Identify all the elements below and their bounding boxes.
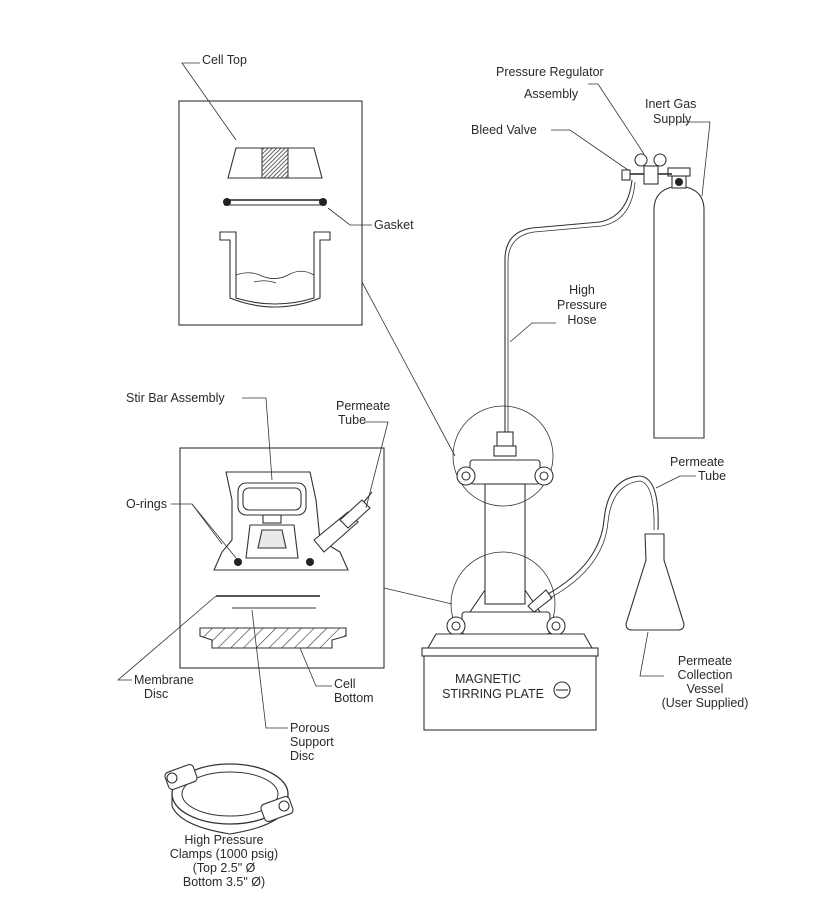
porous-label-2: Support — [290, 735, 334, 749]
membrane-label-2: Disc — [144, 687, 168, 701]
collection-label-2: Collection — [678, 668, 733, 682]
cell-bottom-label-2: Bottom — [334, 691, 374, 705]
gas-cylinder-icon — [653, 167, 705, 439]
inert-gas-label-2: Supply — [653, 112, 692, 126]
o-rings-label: O-rings — [126, 497, 167, 511]
permeate-tube-left-label-2: Tube — [338, 413, 366, 427]
stir-bar-detail — [179, 447, 385, 669]
porous-label-3: Disc — [290, 749, 314, 763]
cell-bottom-label-1: Cell — [334, 677, 356, 691]
knob-icon[interactable] — [553, 681, 571, 699]
permeate-tube-left-label-1: Permeate — [336, 399, 390, 413]
stirring-plate-label-2: STIRRING PLATE — [442, 687, 544, 701]
stir-bar-label: Stir Bar Assembly — [126, 391, 225, 405]
porous-label-1: Porous — [290, 721, 330, 735]
pressure-regulator-label-1: Pressure Regulator — [496, 65, 604, 79]
clamp-icon — [164, 763, 294, 835]
stirred-cell-assembly — [446, 179, 659, 657]
clamps-label-1: High Pressure — [184, 833, 263, 847]
cell-top-detail — [178, 100, 363, 326]
clamps-label-3: (Top 2.5" Ø — [193, 861, 256, 875]
bleed-valve-label: Bleed Valve — [471, 123, 537, 137]
magnetic-stirring-plate: MAGNETIC STIRRING PLATE — [421, 633, 599, 731]
collection-label-1: Permeate — [678, 654, 732, 668]
leader-lines — [116, 62, 711, 729]
stirring-plate-label-1: MAGNETIC — [455, 672, 521, 686]
hose-label-3: Hose — [567, 313, 596, 327]
gasket-label: Gasket — [374, 218, 414, 232]
permeate-tube-right-label-2: Tube — [698, 469, 726, 483]
permeate-tube-right-label-1: Permeate — [670, 455, 724, 469]
inert-gas-label-1: Inert Gas — [645, 97, 696, 111]
hose-label-1: High — [569, 283, 595, 297]
gasket-part — [223, 198, 327, 206]
flask-icon — [625, 533, 685, 631]
pressure-regulator-label-2: Assembly — [524, 87, 579, 101]
collection-label-4: (User Supplied) — [662, 696, 749, 710]
membrane-label-1: Membrane — [134, 673, 194, 687]
clamps-label-4: Bottom 3.5" Ø) — [183, 875, 265, 889]
labels: Cell Top Gasket Pressure Regulator Assem… — [126, 53, 748, 889]
clamps-label-2: Clamps (1000 psig) — [170, 847, 278, 861]
hose-label-2: Pressure — [557, 298, 607, 312]
collection-label-3: Vessel — [687, 682, 724, 696]
cell-top-label: Cell Top — [202, 53, 247, 67]
pressure-regulator — [621, 153, 683, 186]
